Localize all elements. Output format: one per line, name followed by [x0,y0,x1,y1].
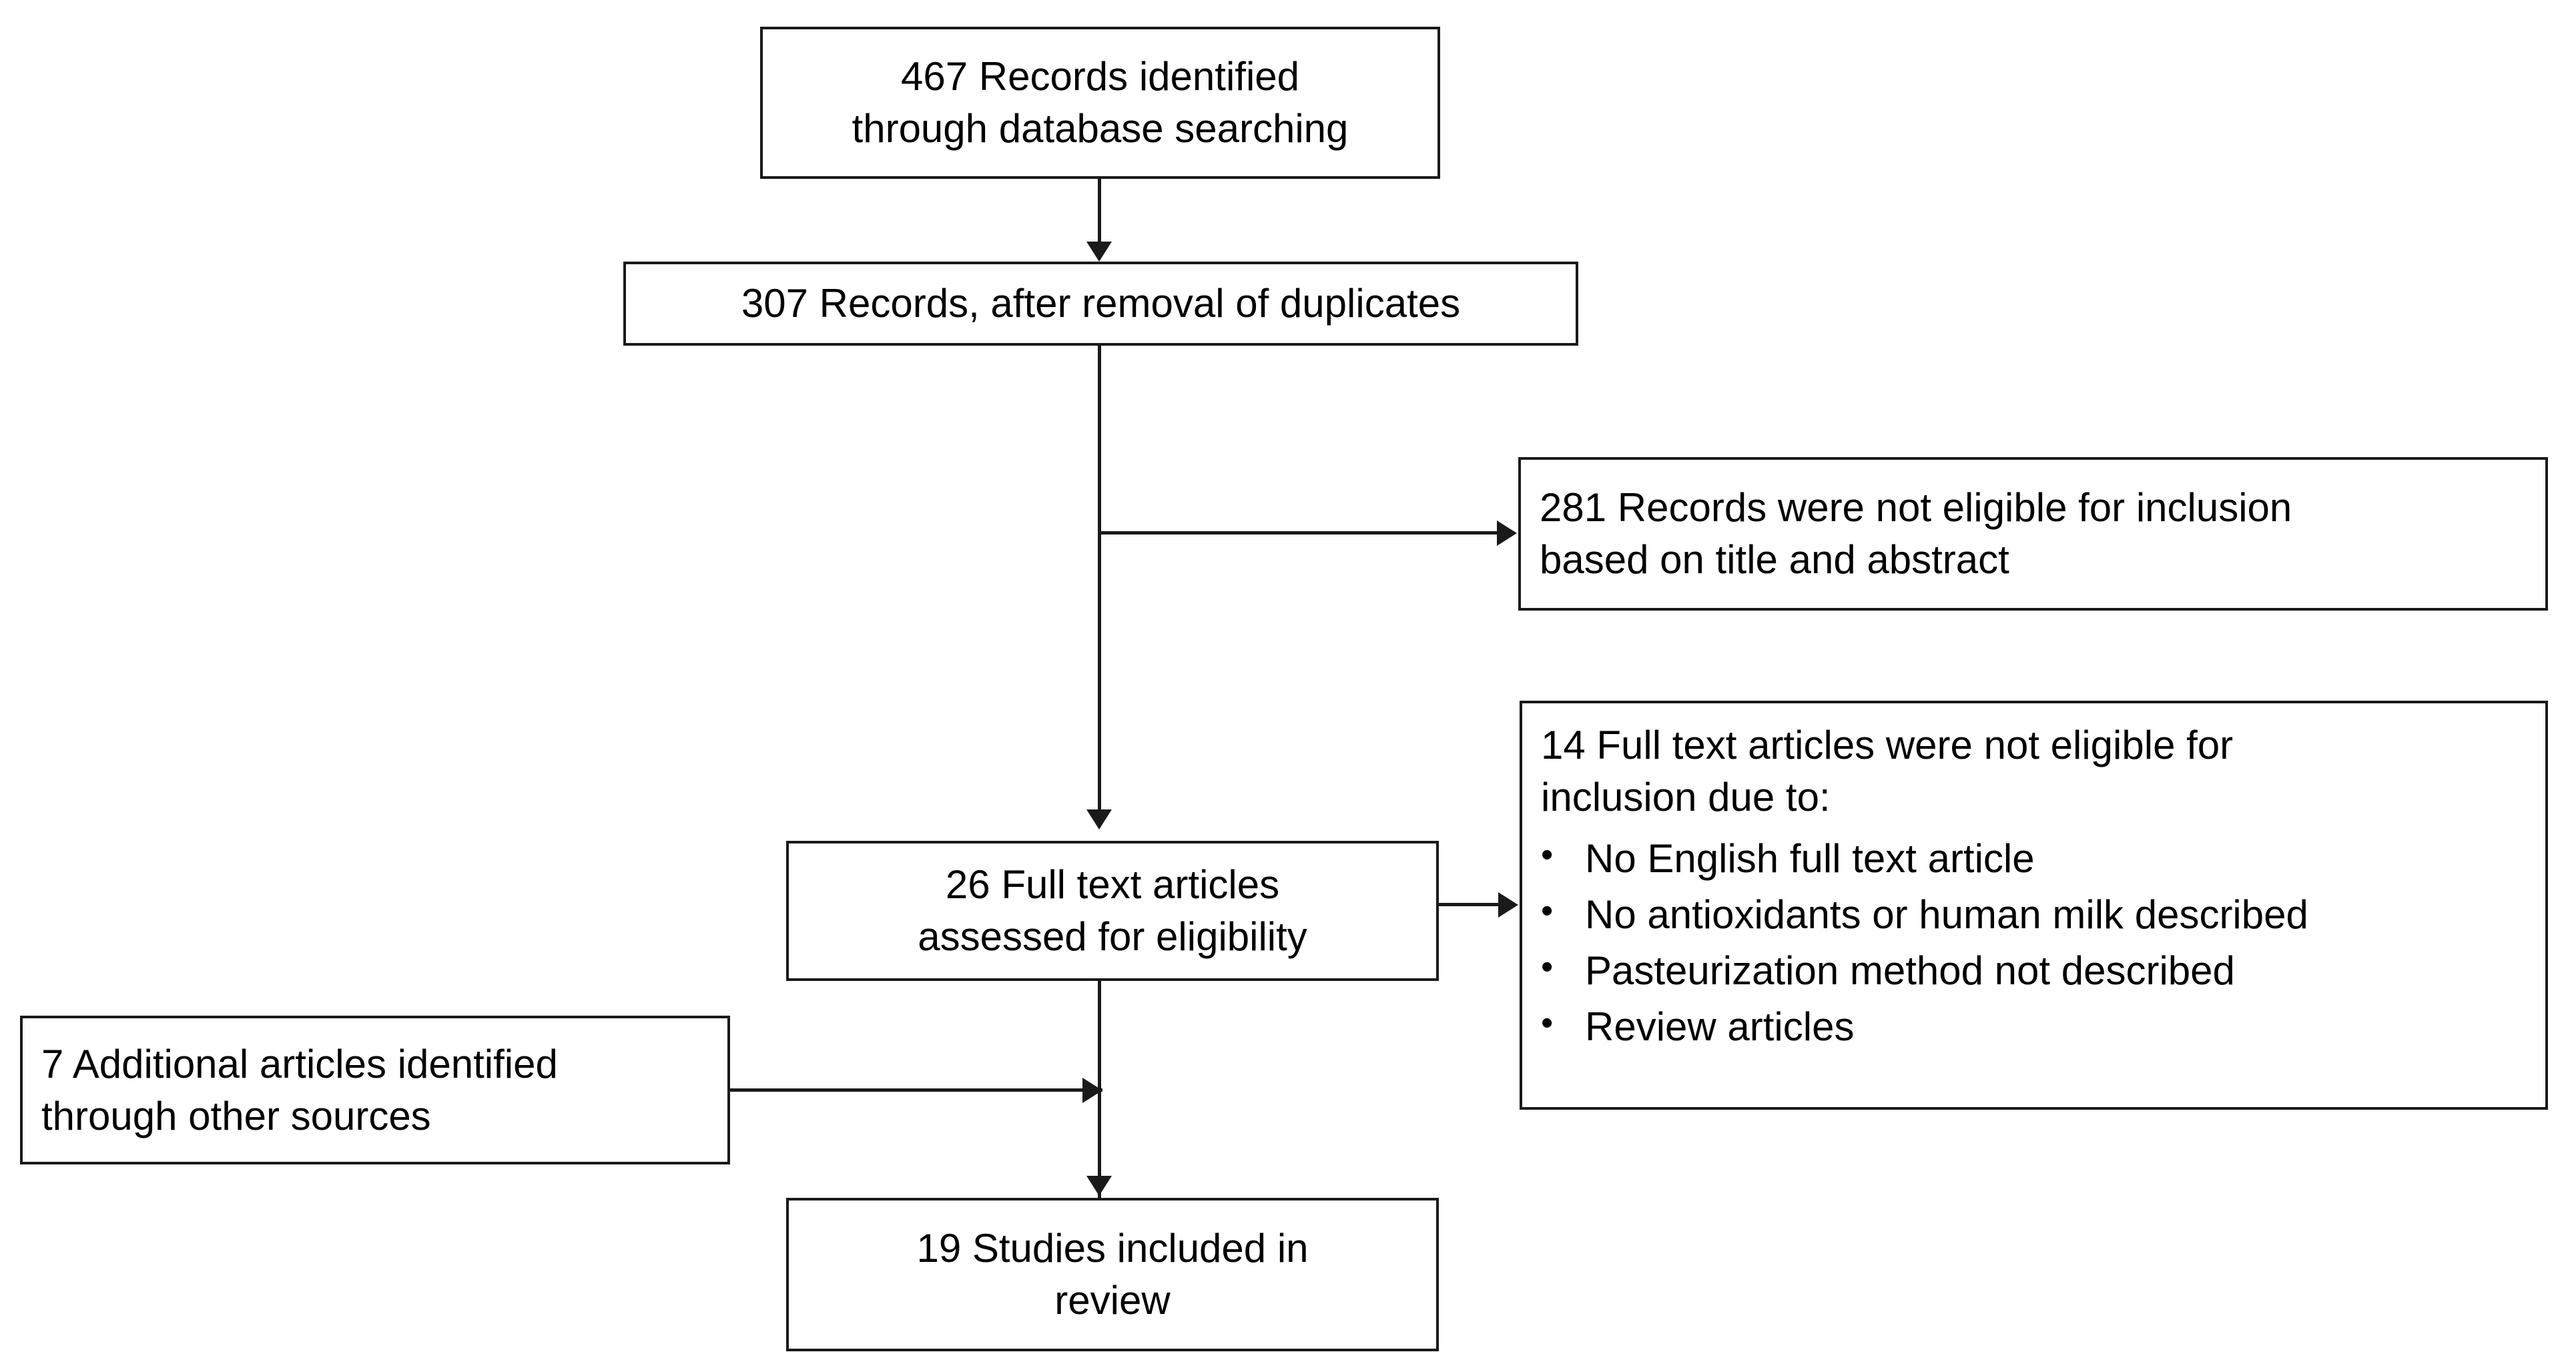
node-studies-included-line2: review [1054,1278,1171,1323]
arrowhead-merge-additional [1082,1078,1102,1103]
node-studies-included: 19 Studies included in review [786,1198,1439,1351]
bullet-icon: • [1541,892,1554,930]
exclusion-reason-text: Pasteurization method not described [1585,948,2235,993]
node-additional-articles-line2: through other sources [41,1093,431,1138]
node-records-identified-line1: 467 Records identified [900,54,1300,99]
exclusion-reasons-list: • No English full text article • No anti… [1541,833,2527,1053]
node-records-identified: 467 Records identified through database … [760,27,1440,179]
connector-additional-to-spine [729,1088,1102,1092]
node-fulltext-excluded-line2: inclusion due to: [1541,775,1831,819]
arrowhead-into-duplicates [1086,242,1112,262]
connector-fulltext-to-excluded [1439,903,1500,906]
connector-duplicates-to-fulltext [1098,346,1101,813]
connector-spine-to-not-eligible [1098,531,1498,535]
arrowhead-into-excluded [1498,892,1518,918]
node-fulltext-assessed-line1: 26 Full text articles [945,862,1280,907]
bullet-icon: • [1541,1004,1554,1042]
list-item: • No English full text article [1541,833,2527,885]
node-records-after-duplicates-line1: 307 Records, after removal of duplicates [741,281,1461,326]
exclusion-reason-text: Review articles [1585,1004,1855,1049]
node-records-not-eligible-line2: based on title and abstract [1540,537,2009,582]
list-item: • No antioxidants or human milk describe… [1541,889,2527,941]
exclusion-reason-text: No antioxidants or human milk described [1585,892,2308,937]
node-records-not-eligible: 281 Records were not eligible for inclus… [1518,457,2548,611]
connector-identified-to-duplicates [1098,179,1101,243]
node-additional-articles: 7 Additional articles identified through… [20,1016,730,1164]
node-fulltext-excluded: 14 Full text articles were not eligible … [1520,701,2548,1110]
node-records-identified-line2: through database searching [852,106,1349,151]
exclusion-reason-text: No English full text article [1585,836,2035,881]
arrowhead-into-not-eligible [1497,521,1517,546]
node-additional-articles-line1: 7 Additional articles identified [41,1041,558,1086]
node-studies-included-line1: 19 Studies included in [916,1226,1309,1271]
arrowhead-into-fulltext [1086,809,1112,829]
list-item: • Pasteurization method not described [1541,945,2527,997]
node-fulltext-assessed: 26 Full text articles assessed for eligi… [786,841,1439,981]
arrowhead-into-included [1086,1176,1112,1196]
bullet-icon: • [1541,948,1554,986]
node-records-not-eligible-line1: 281 Records were not eligible for inclus… [1540,485,2292,530]
node-fulltext-excluded-line1: 14 Full text articles were not eligible … [1541,723,2234,767]
list-item: • Review articles [1541,1001,2527,1053]
node-fulltext-assessed-line2: assessed for eligibility [918,914,1307,959]
node-records-after-duplicates: 307 Records, after removal of duplicates [623,262,1578,346]
bullet-icon: • [1541,835,1554,874]
